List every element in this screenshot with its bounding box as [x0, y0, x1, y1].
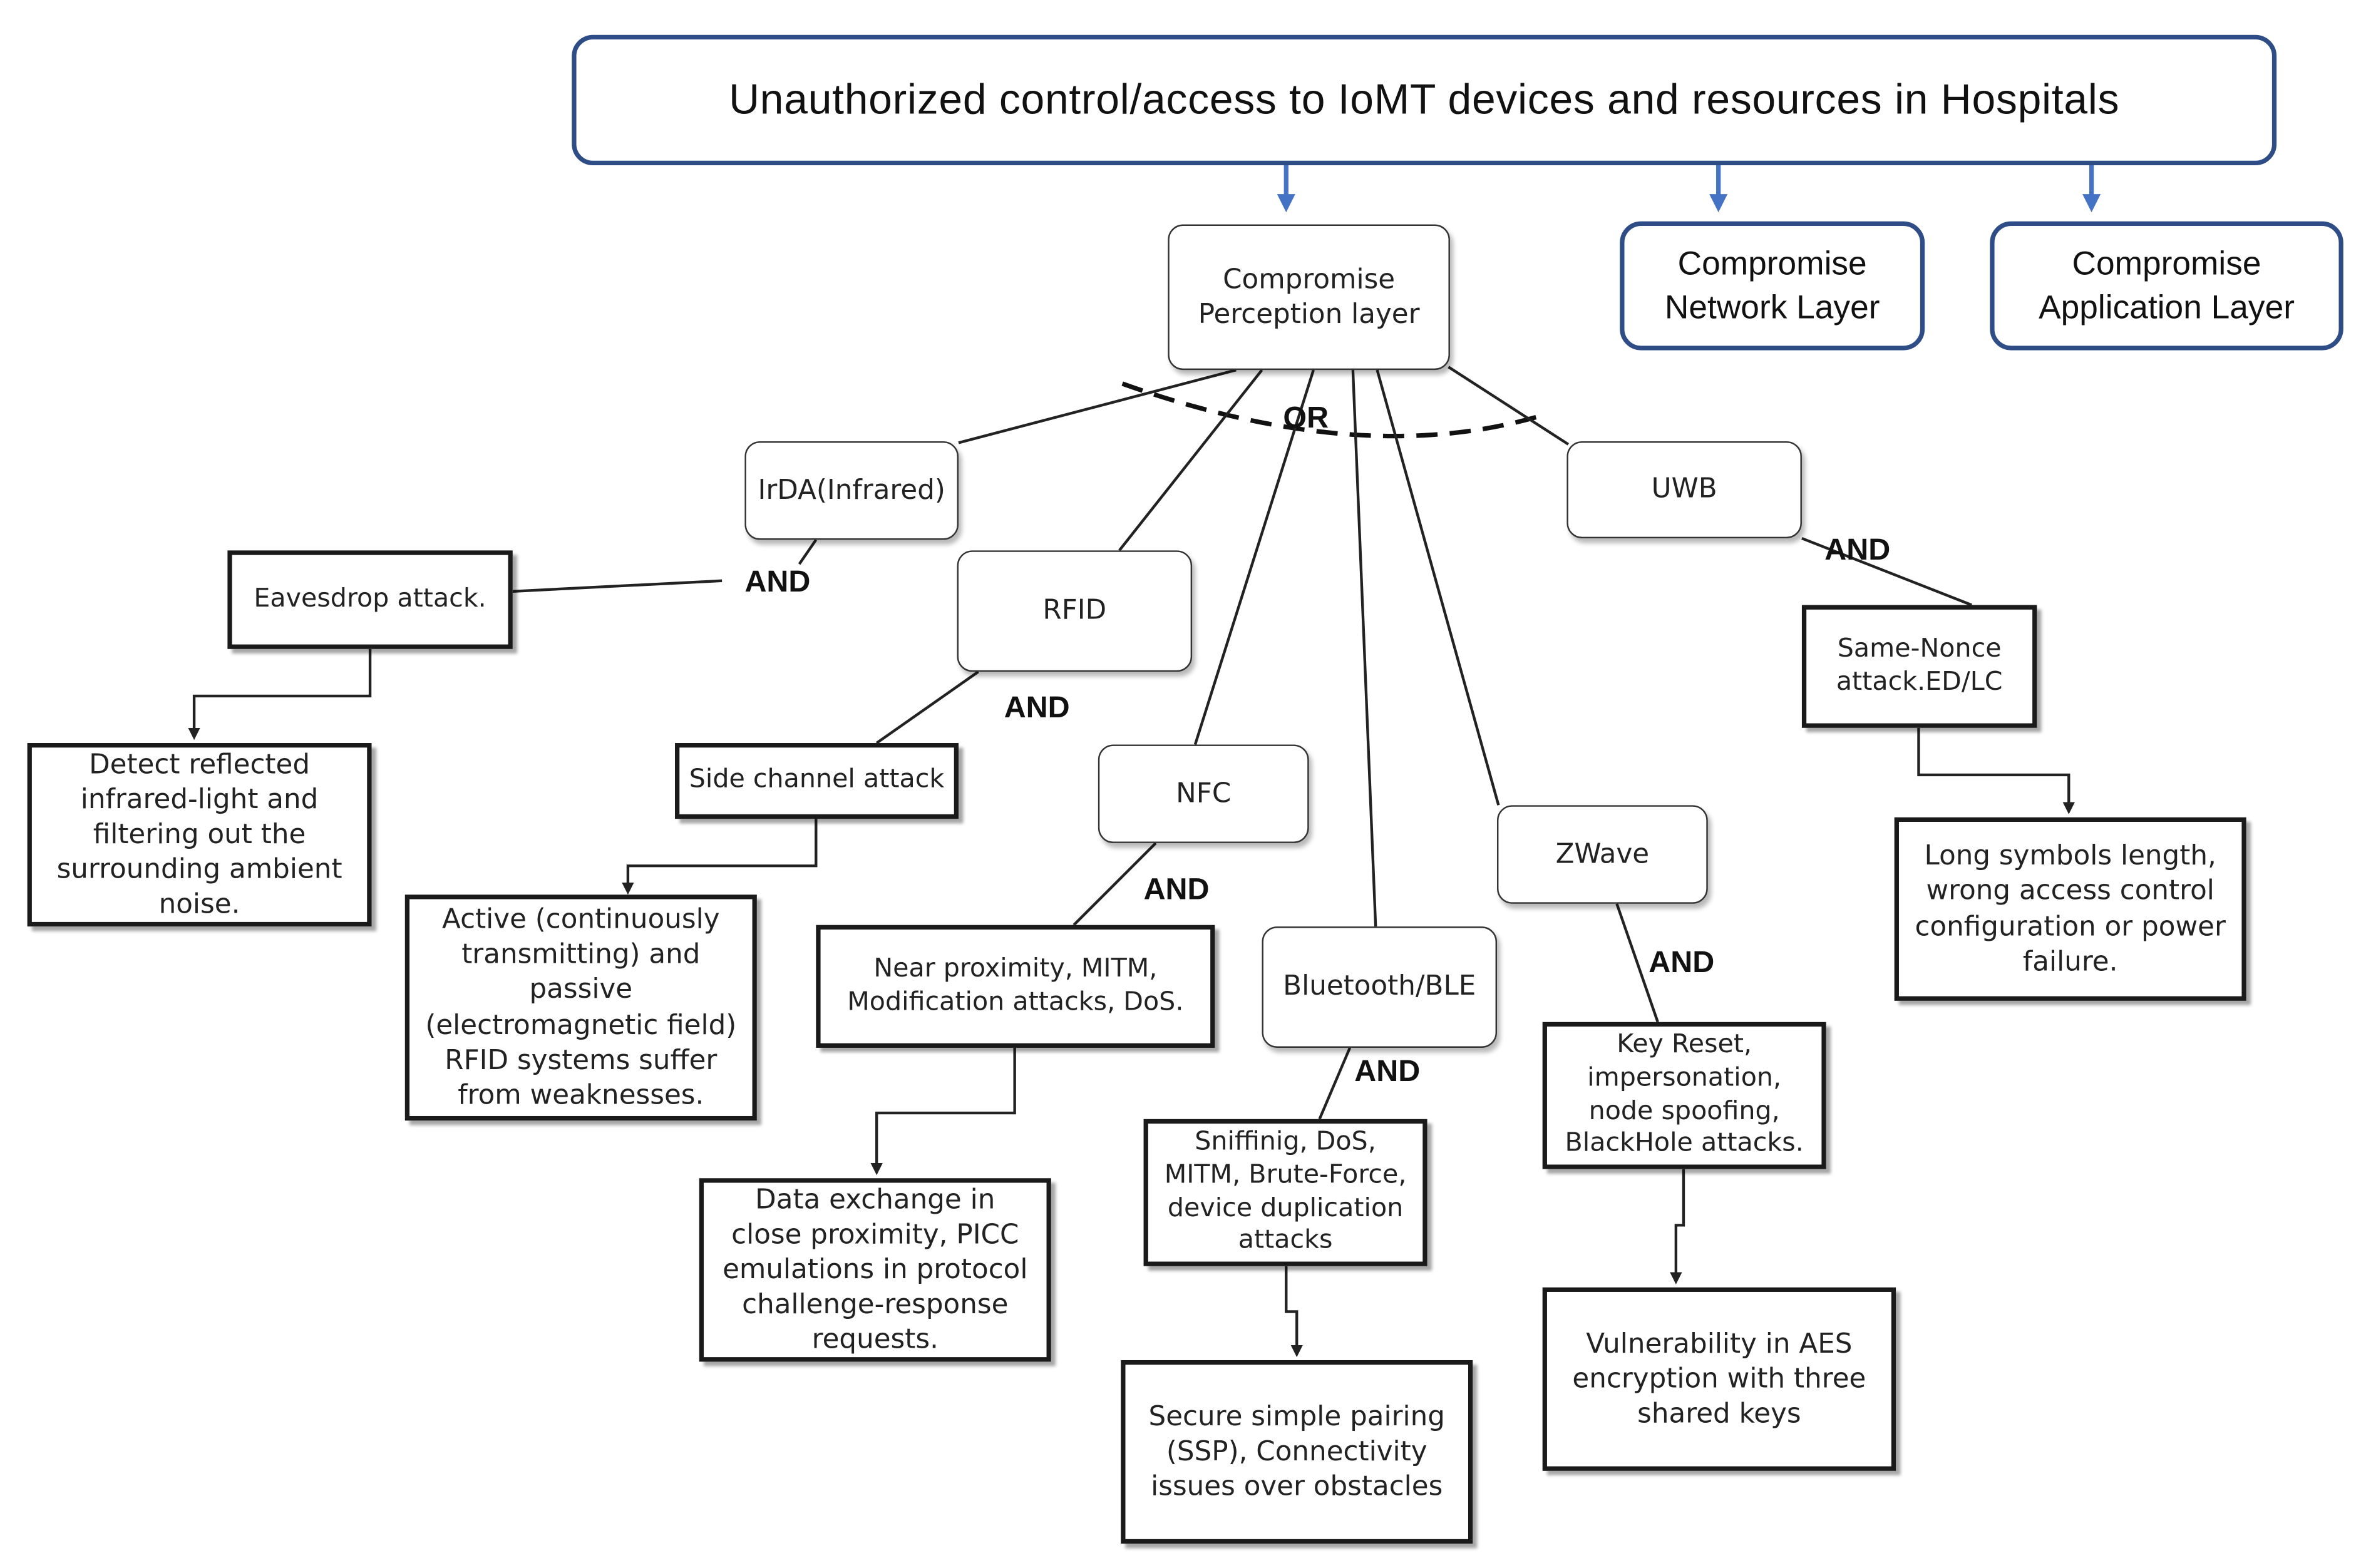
line-perception-ble	[1351, 370, 1377, 927]
and-gate-label-irda: AND	[744, 565, 811, 599]
arrow-near-data	[870, 1047, 1016, 1176]
perception-layer-text: Compromise Perception layer	[1198, 264, 1420, 331]
tech-irda-label: IrDA(Infrared)	[758, 474, 945, 507]
vuln-infrared: Detect reflected infrared-light and filt…	[27, 743, 372, 927]
vuln-ssp-text: Secure simple pairing (SSP), Connectivit…	[1148, 1401, 1445, 1503]
or-gate-label: OR	[1283, 401, 1329, 436]
line-zwave-keyreset	[1615, 903, 1659, 1023]
line-ble-sniffing	[1318, 1047, 1352, 1120]
line-nfc-near	[1072, 842, 1157, 926]
arrow-sniffing-ssp	[1285, 1266, 1303, 1358]
line-uwb-samenonce	[1801, 536, 1973, 607]
network-layer-box: Compromise Network Layer	[1620, 221, 1925, 351]
tech-ble: Bluetooth/BLE	[1262, 926, 1498, 1048]
line-and-eavesdrop	[512, 579, 723, 593]
tech-ble-label: Bluetooth/BLE	[1283, 971, 1476, 1003]
or-gate-arc	[1121, 381, 1548, 439]
vuln-data-exchange: Data exchange in close proximity, PICC e…	[699, 1178, 1051, 1362]
attack-eavesdrop-text: Eavesdrop attack.	[254, 583, 486, 614]
vuln-long-symbols: Long symbols length, wrong access contro…	[1894, 817, 2246, 1001]
vuln-ssp: Secure simple pairing (SSP), Connectivit…	[1121, 1360, 1473, 1544]
attack-near-proximity: Near proximity, MITM, Modification attac…	[816, 925, 1215, 1048]
attack-key-reset: Key Reset, impersonation, node spoofing,…	[1542, 1022, 1826, 1169]
line-perception-zwave	[1376, 369, 1500, 806]
attack-same-nonce-text: Same-Nonce attack.ED/LC	[1836, 633, 2003, 697]
tech-zwave: ZWave	[1497, 805, 1708, 904]
vuln-long-symbols-text: Long symbols length, wrong access contro…	[1915, 841, 2226, 978]
attack-sniffing: Sniffinig, DoS, MITM, Brute-Force, devic…	[1143, 1119, 1427, 1266]
root-goal-text: Unauthorized control/access to IoMT devi…	[729, 76, 2120, 123]
arrow-eavesdrop-detect	[188, 648, 372, 740]
and-gate-label-ble: AND	[1354, 1055, 1421, 1089]
vuln-aes: Vulnerability in AES encryption with thr…	[1542, 1287, 1896, 1471]
arrow-sidechannel-active	[622, 819, 818, 895]
tech-uwb: UWB	[1566, 441, 1802, 538]
and-gate-label-rfid: AND	[1004, 691, 1070, 725]
tech-rfid: RFID	[957, 550, 1193, 672]
attack-side-channel: Side channel attack	[675, 743, 959, 819]
and-gate-label-nfc: AND	[1143, 873, 1210, 907]
attack-key-reset-text: Key Reset, impersonation, node spoofing,…	[1565, 1029, 1804, 1159]
vuln-rfid-weakness-text: Active (continuously transmitting) and p…	[425, 904, 737, 1111]
line-perception-irda	[958, 368, 1237, 444]
vuln-aes-text: Vulnerability in AES encryption with thr…	[1572, 1328, 1866, 1430]
line-rfid-sidechannel	[875, 670, 979, 744]
root-goal-box: Unauthorized control/access to IoMT devi…	[572, 34, 2277, 166]
line-irda-and	[798, 539, 818, 565]
network-layer-text: Compromise Network Layer	[1664, 244, 1880, 325]
tech-rfid-label: RFID	[1042, 595, 1107, 627]
line-perception-rfid	[1118, 369, 1263, 551]
arrow-samenonce-long	[1917, 727, 2075, 814]
line-perception-uwb	[1448, 366, 1570, 446]
and-gate-label-uwb: AND	[1824, 533, 1891, 568]
line-perception-nfc	[1193, 369, 1315, 746]
attack-same-nonce: Same-Nonce attack.ED/LC	[1801, 605, 2037, 728]
vuln-data-exchange-text: Data exchange in close proximity, PICC e…	[723, 1184, 1028, 1356]
arrow-keyreset-aes	[1670, 1169, 1685, 1284]
application-layer-box: Compromise Application Layer	[1990, 221, 2343, 351]
tech-uwb-label: UWB	[1651, 473, 1717, 506]
vuln-infrared-text: Detect reflected infrared-light and filt…	[56, 749, 342, 921]
vuln-rfid-weakness: Active (continuously transmitting) and p…	[404, 894, 757, 1121]
perception-layer-box: Compromise Perception layer	[1168, 224, 1450, 371]
tech-nfc: NFC	[1098, 744, 1309, 843]
attack-eavesdrop: Eavesdrop attack.	[227, 550, 513, 649]
attack-side-channel-text: Side channel attack	[689, 764, 945, 795]
attack-near-proximity-text: Near proximity, MITM, Modification attac…	[847, 953, 1184, 1017]
attack-sniffing-text: Sniffinig, DoS, MITM, Brute-Force, devic…	[1164, 1126, 1407, 1256]
application-layer-text: Compromise Application Layer	[2039, 244, 2295, 325]
tech-irda: IrDA(Infrared)	[744, 441, 959, 540]
and-gate-label-zwave: AND	[1648, 946, 1715, 980]
tech-nfc-label: NFC	[1176, 777, 1232, 810]
tech-zwave-label: ZWave	[1555, 838, 1650, 871]
